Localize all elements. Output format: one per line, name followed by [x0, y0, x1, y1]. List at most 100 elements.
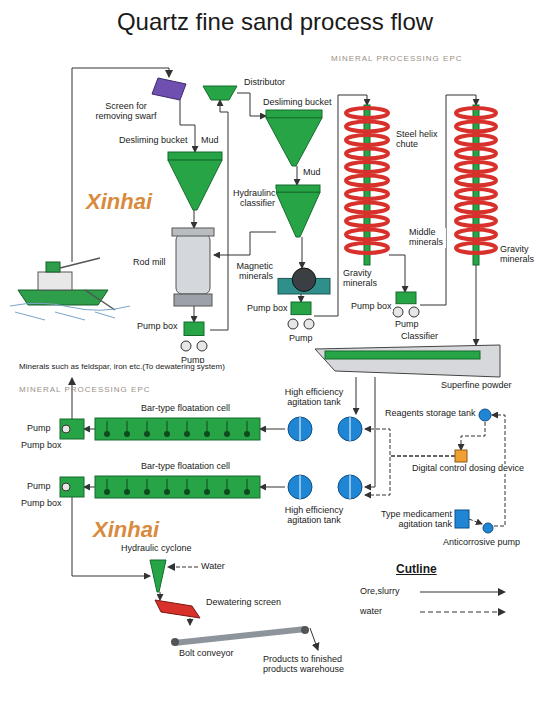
- equipment-node: Steel helix chuteGravity minerals: [345, 105, 389, 265]
- equipment-label: Pump box: [20, 499, 63, 509]
- equipment-node: Hydraulic cyclone: [150, 560, 166, 592]
- equipment-label: Steel helix chute: [395, 130, 441, 150]
- equipment-label: Pump box: [20, 441, 63, 451]
- slurry-line: [194, 210, 195, 228]
- reagent-line: [469, 519, 482, 524]
- equipment-symbol: [95, 476, 260, 498]
- watermark: Xinhai: [92, 518, 160, 542]
- equipment-symbol: [150, 560, 166, 592]
- equipment-label: Rod mill: [132, 258, 167, 268]
- equipment-node: Hydraulinc classifier: [276, 185, 320, 237]
- equipment-node: Bolt conveyor: [170, 625, 310, 647]
- equipment-label: Superfine powder: [440, 381, 513, 391]
- equipment-label: Pump box: [350, 302, 393, 312]
- equipment-node: Digital control dosing device: [455, 450, 467, 462]
- equipment-symbol: [266, 110, 322, 166]
- reagent-line: [365, 429, 455, 456]
- slurry-line: [260, 429, 285, 430]
- equipment-symbol: [276, 185, 320, 237]
- equipment-node: Pump boxPump: [178, 322, 210, 352]
- note-label: Mud: [200, 136, 220, 146]
- equipment-label: Hydraulic cyclone: [120, 544, 193, 554]
- watermark: MINERAL PROCESSING EPC: [18, 386, 152, 395]
- slurry-line: [365, 377, 375, 487]
- equipment-label: Classifier: [400, 332, 439, 342]
- equipment-label: Gravity minerals: [499, 245, 545, 265]
- equipment-label: Pump: [26, 424, 52, 434]
- legend-sample: [418, 587, 508, 597]
- equipment-symbol: [478, 408, 492, 422]
- watermark: Xinhai: [85, 190, 153, 214]
- equipment-symbol: [278, 268, 330, 294]
- equipment-label: Magnetic minerals: [232, 262, 274, 282]
- note-label: Middle minerals: [408, 228, 446, 248]
- equipment-label: High efficiency agitation tank: [278, 506, 350, 526]
- equipment-node: Bar-type floatation cell: [95, 418, 260, 440]
- equipment-label: Anticorrosive pump: [442, 538, 521, 548]
- dredger: [10, 258, 130, 320]
- slurry-line: [476, 265, 477, 345]
- equipment-symbol: [168, 152, 222, 210]
- slurry-line: [84, 487, 95, 488]
- slurry-line: [210, 100, 228, 330]
- equipment-symbol: [455, 105, 497, 265]
- equipment-symbol: [172, 228, 214, 306]
- equipment-label: Reagents storage tank: [384, 409, 477, 419]
- equipment-label: Distributor: [243, 78, 286, 88]
- equipment-symbol: [152, 78, 186, 100]
- equipment-node: ClassifierSuperfine powder: [315, 345, 500, 377]
- equipment-symbol: [285, 472, 365, 502]
- equipment-node: Screen for removing swarf: [152, 78, 186, 100]
- equipment-node: Dewatering screen: [155, 600, 200, 618]
- equipment-node: Bar-type floatation cell: [95, 476, 260, 498]
- note-label: Minerals such as feldspar, iron etc.(To …: [18, 363, 226, 372]
- equipment-symbol: [170, 625, 310, 647]
- legend-row: Ore,slurry: [360, 586, 400, 596]
- equipment-label: Gravity minerals: [342, 269, 390, 289]
- equipment-node: Desliming bucket: [266, 110, 322, 166]
- equipment-symbol: [95, 418, 260, 440]
- watermark: MINERAL PROCESSING EPC: [330, 55, 464, 64]
- equipment-label: Bolt conveyor: [178, 649, 235, 659]
- slurry-line: [302, 237, 303, 268]
- equipment-symbol: [60, 477, 84, 497]
- equipment-node: Rod mill: [172, 228, 214, 306]
- slurry-line: [84, 429, 95, 430]
- equipment-symbol: [203, 86, 237, 100]
- title: Quartz fine sand process flow: [0, 8, 550, 36]
- feed-line: [72, 68, 169, 262]
- equipment-symbol: [455, 510, 469, 528]
- equipment-symbol: [315, 345, 500, 377]
- equipment-symbol: [345, 105, 389, 265]
- equipment-symbol: [178, 322, 210, 352]
- equipment-label: Bar-type floatation cell: [140, 404, 231, 414]
- equipment-label: Pump: [394, 320, 420, 330]
- note-label: Mud: [302, 168, 322, 178]
- tailings-line: [72, 378, 73, 419]
- reagent-line: [461, 422, 485, 450]
- equipment-label: Desliming bucket: [262, 98, 333, 108]
- slurry-line: [356, 377, 357, 414]
- equipment-label: Type medicament agitation tank: [371, 510, 453, 530]
- equipment-label: Dewatering screen: [205, 598, 282, 608]
- slurry-line: [194, 306, 195, 322]
- equipment-node: Magnetic minerals: [278, 268, 330, 294]
- equipment-symbol: [482, 522, 494, 534]
- equipment-symbol: [288, 302, 314, 330]
- equipment-symbol: [392, 292, 420, 318]
- equipment-symbol: [285, 414, 365, 444]
- equipment-node: PumpPump box: [60, 419, 84, 439]
- product-line: [310, 628, 318, 650]
- equipment-node: Type medicament agitation tank: [455, 510, 469, 528]
- equipment-node: Desliming bucket: [168, 152, 222, 210]
- equipment-label: Hydraulinc classifier: [232, 189, 276, 209]
- slurry-line: [301, 294, 302, 302]
- slurry-line: [389, 255, 405, 292]
- water-line: [168, 567, 198, 568]
- legend-text: water: [360, 606, 382, 616]
- equipment-label: Screen for removing swarf: [88, 102, 164, 122]
- equipment-symbol: [455, 450, 467, 462]
- equipment-node: Anticorrosive pump: [482, 522, 494, 534]
- equipment-symbol: [155, 600, 200, 618]
